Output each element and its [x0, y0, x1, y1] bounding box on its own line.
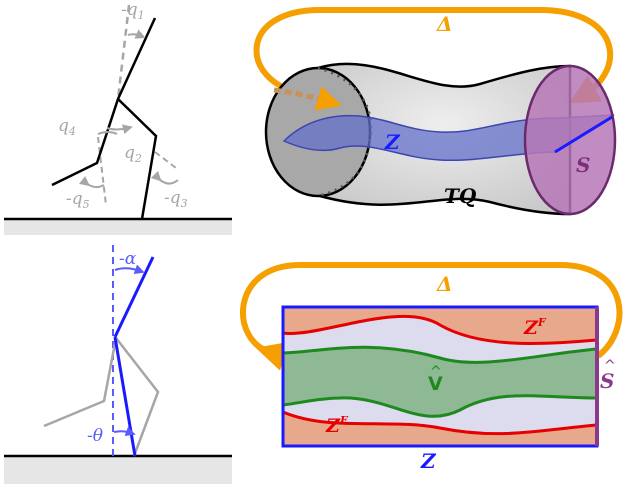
theta-arc	[113, 426, 136, 436]
q4-arc	[97, 131, 118, 135]
label-zf-bottom: ZF	[325, 414, 349, 437]
q5-arc	[78, 175, 105, 189]
s-hat-caret: ^	[604, 358, 616, 374]
label-q2: q2	[124, 143, 142, 165]
delta-hat-arc	[239, 262, 623, 371]
panel-tube: Δ Z S TQ	[253, 7, 617, 216]
robot-torso-blue	[113, 256, 155, 338]
label-q3: -q3	[164, 188, 188, 210]
label-q1: -q1	[121, 0, 145, 22]
label-delta: Δ	[436, 12, 453, 36]
q1-arc	[127, 29, 146, 39]
label-z-tube: Z	[384, 130, 401, 154]
panel-domain: Δ ^ ZF ZF ^ V ^ S Z	[239, 259, 623, 473]
panel-robot-joints: -q1 q2 -q3 q4 -q5	[4, 0, 232, 235]
ground-shadow	[4, 219, 232, 235]
label-q4: q4	[58, 116, 76, 138]
alpha-arc	[114, 264, 145, 275]
label-s: S	[576, 153, 590, 177]
label-zf-top: ZF	[523, 316, 547, 339]
shin-reference	[154, 151, 177, 169]
v-bottom-curve	[282, 394, 598, 418]
vertical-reference	[116, 4, 131, 100]
v-top-curve	[282, 345, 598, 364]
label-z-domain: Z	[420, 449, 437, 473]
label-alpha: -α	[119, 249, 137, 269]
zf-bottom-curve	[282, 410, 598, 436]
knee-reference	[97, 136, 107, 206]
label-theta: -θ	[87, 426, 103, 446]
zf-top-curve	[282, 315, 598, 346]
s-intersection	[554, 115, 613, 154]
inflow-arrow	[273, 86, 342, 111]
delta-arc	[253, 7, 613, 104]
delta-hat-caret: ^	[441, 259, 454, 278]
label-v-hat: V	[428, 373, 443, 395]
label-delta-hat: Δ	[436, 272, 453, 296]
panel-robot-simplified: -α -θ	[4, 245, 232, 484]
robot-swing-leg	[117, 98, 158, 220]
label-q5: -q5	[66, 189, 90, 211]
ground-shadow-b	[4, 456, 232, 484]
q2-arc	[106, 124, 133, 135]
robot-virtual-leg-blue	[113, 336, 137, 457]
label-s-hat: S	[600, 369, 614, 393]
robot-gray-links	[43, 337, 118, 428]
q3-arc	[150, 170, 179, 185]
tube-right-cap-s	[523, 64, 617, 216]
robot-gray-swing	[115, 337, 160, 457]
v-hat-caret: ^	[430, 364, 442, 380]
label-tq: TQ	[444, 184, 477, 208]
